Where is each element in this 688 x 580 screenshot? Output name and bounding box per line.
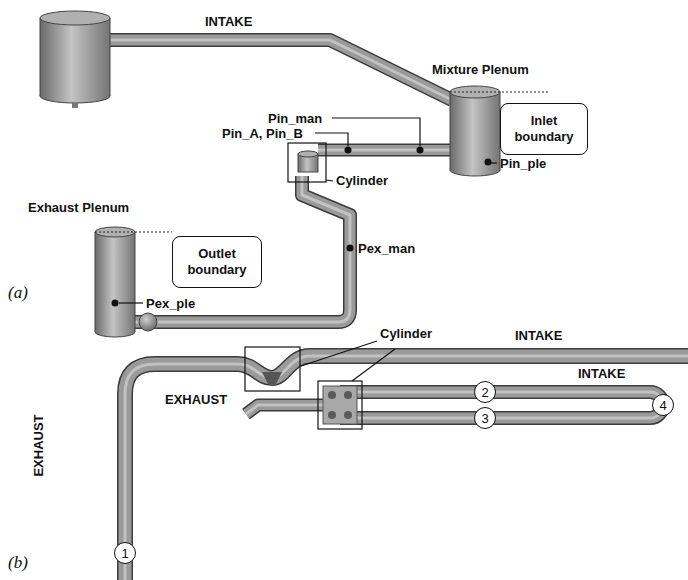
cylinder-head	[323, 386, 357, 424]
pipes	[110, 40, 688, 580]
signal-label: Pin_ple	[500, 156, 546, 171]
part-label: Exhaust Plenum	[28, 200, 129, 215]
part-label: INTAKE	[205, 14, 252, 29]
leader-line	[491, 162, 497, 163]
probe-dot	[485, 159, 492, 166]
leader-lines	[119, 118, 497, 381]
probe-dots	[112, 147, 492, 307]
pipe-highlight	[340, 392, 663, 418]
pipe-highlight	[125, 356, 688, 580]
highlight-box	[288, 143, 326, 182]
port	[344, 411, 352, 419]
plenum-side	[450, 92, 500, 170]
callout-circle: 3	[474, 407, 496, 429]
plenum-side	[40, 18, 110, 96]
pipe-outline	[246, 405, 323, 414]
box-text: Inlet boundary	[507, 113, 581, 144]
pipe	[134, 176, 350, 322]
boundary-box: Outlet boundary	[172, 236, 262, 288]
probe-dot	[112, 300, 119, 307]
callout-circle: 4	[652, 394, 674, 416]
callout-circle: 2	[474, 381, 496, 403]
pipe-outline	[134, 176, 350, 322]
boundary-box: Inlet boundary	[500, 103, 588, 155]
probe-dot	[347, 245, 354, 252]
leader-line	[119, 302, 143, 303]
part-label: Cylinder	[336, 173, 388, 188]
plenum-top	[40, 11, 110, 25]
probe-dot	[345, 147, 352, 154]
pipe	[125, 356, 688, 580]
highlight-box	[245, 347, 300, 391]
pipe-highlight	[110, 40, 452, 100]
pipe	[110, 40, 452, 100]
mixture-plenum	[450, 92, 500, 170]
pipe-outline	[125, 356, 688, 580]
subfigure-label: (b)	[8, 553, 28, 573]
part-label: EXHAUST	[31, 414, 46, 476]
callout-number: 1	[121, 547, 128, 560]
port	[328, 391, 336, 399]
pipe-highlight	[134, 176, 350, 322]
part-label: Cylinder	[380, 326, 432, 341]
boundary-dotted-line	[450, 92, 548, 93]
subfigure-label: (a)	[8, 283, 28, 303]
signal-label: Pex_man	[358, 241, 415, 256]
callout-number: 2	[481, 386, 488, 399]
boundary-dotted-line	[95, 232, 172, 233]
leader-line	[332, 118, 420, 146]
pipe	[340, 392, 663, 418]
part-label: EXHAUST	[165, 392, 227, 407]
pipe-highlight	[246, 405, 323, 414]
signal-label: Pex_ple	[146, 296, 195, 311]
signal-label: Pin_A, Pin_B	[222, 126, 303, 141]
plenum-side	[95, 232, 135, 332]
leader-line	[326, 180, 333, 181]
pipe-outline	[110, 40, 452, 100]
part-label: Mixture Plenum	[432, 62, 529, 77]
box-text: Outlet boundary	[179, 246, 255, 277]
pipe-highlight	[318, 149, 452, 152]
leader-line	[301, 341, 377, 366]
port	[328, 411, 336, 419]
port	[344, 391, 352, 399]
part-label: INTAKE	[578, 366, 625, 381]
pipe	[246, 405, 323, 414]
leader-line	[352, 349, 395, 381]
pipe-outline	[318, 144, 452, 157]
cylinder-funnel	[262, 372, 282, 384]
leader-line	[315, 133, 348, 146]
muffler-sphere	[139, 313, 157, 331]
probe-dot	[417, 147, 424, 154]
callout-number: 4	[659, 399, 666, 412]
pipe-outline	[340, 392, 663, 418]
callout-number: 3	[481, 412, 488, 425]
intake-plenum	[40, 18, 110, 96]
pipe	[318, 145, 452, 155]
highlight-box	[318, 381, 362, 429]
plenum-drain	[72, 103, 78, 108]
callout-circle: 1	[114, 542, 136, 564]
signal-label: Pin_man	[268, 111, 322, 126]
cylinder-top	[298, 151, 318, 157]
exhaust-plenum	[95, 232, 135, 332]
part-label: INTAKE	[515, 328, 562, 343]
